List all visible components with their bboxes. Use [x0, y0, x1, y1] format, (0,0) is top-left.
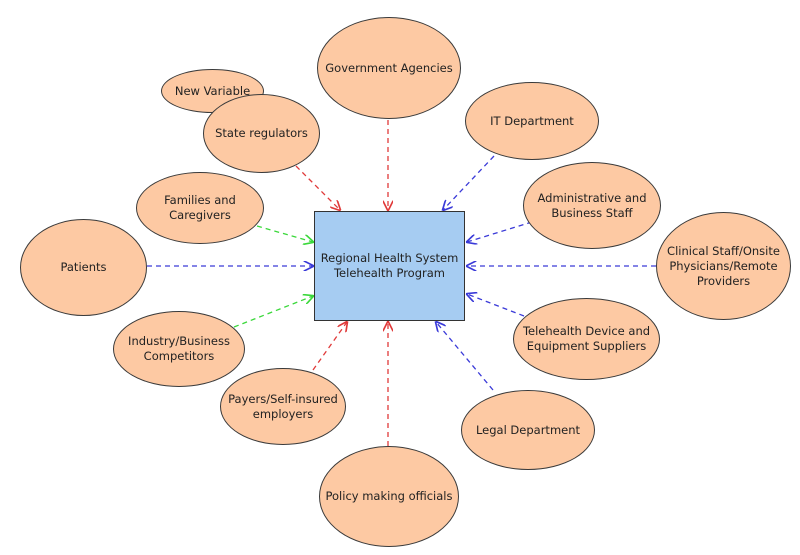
- node-patients-label: Patients: [60, 260, 107, 274]
- node-families-caregivers-label: Families and Caregivers: [164, 193, 236, 222]
- node-new-variable-label: New Variable: [174, 83, 251, 98]
- central-program-box[interactable]: Regional Health System Telehealth Progra…: [314, 211, 465, 321]
- node-state-regulators-label: State regulators: [215, 126, 308, 140]
- node-industry-competitors-label: Industry/Business Competitors: [128, 334, 230, 363]
- node-telehealth-suppliers-label: Telehealth Device and Equipment Supplier…: [522, 324, 651, 353]
- node-legal-department[interactable]: Legal Department: [461, 390, 595, 470]
- node-it-department[interactable]: IT Department: [465, 82, 599, 160]
- central-program-label: Regional Health System Telehealth Progra…: [320, 251, 459, 280]
- node-telehealth-suppliers[interactable]: Telehealth Device and Equipment Supplier…: [513, 298, 660, 380]
- node-industry-competitors[interactable]: Industry/Business Competitors: [113, 311, 245, 387]
- edge-telehealth-suppliers: [467, 294, 525, 317]
- node-legal-department-label: Legal Department: [475, 422, 581, 437]
- node-government-agencies[interactable]: Government Agencies: [317, 17, 461, 119]
- node-clinical-staff[interactable]: Clinical Staff/Onsite Physicians/Remote …: [656, 212, 791, 320]
- edge-industry-competitors: [233, 296, 313, 328]
- edge-payers: [312, 322, 347, 371]
- node-administrative-staff[interactable]: Administrative and Business Staff: [523, 162, 661, 249]
- edge-legal-department: [436, 322, 494, 391]
- node-administrative-staff-label: Administrative and Business Staff: [537, 190, 647, 220]
- node-policy-officials[interactable]: Policy making officials: [319, 446, 459, 547]
- edge-families-caregivers: [256, 225, 313, 242]
- node-payers-label: Payers/Self-insured employers: [228, 391, 338, 421]
- node-patients[interactable]: Patients: [20, 219, 147, 316]
- edge-state-regulators: [295, 165, 340, 210]
- node-clinical-staff-label: Clinical Staff/Onsite Physicians/Remote …: [667, 243, 780, 288]
- node-government-agencies-label: Government Agencies: [325, 60, 453, 75]
- node-it-department-label: IT Department: [490, 113, 574, 128]
- node-policy-officials-label: Policy making officials: [325, 489, 453, 503]
- node-state-regulators[interactable]: State regulators: [203, 94, 320, 173]
- node-payers[interactable]: Payers/Self-insured employers: [220, 368, 346, 445]
- edge-administrative-staff: [467, 221, 533, 242]
- node-families-caregivers[interactable]: Families and Caregivers: [136, 172, 264, 244]
- edge-it-department: [443, 155, 495, 210]
